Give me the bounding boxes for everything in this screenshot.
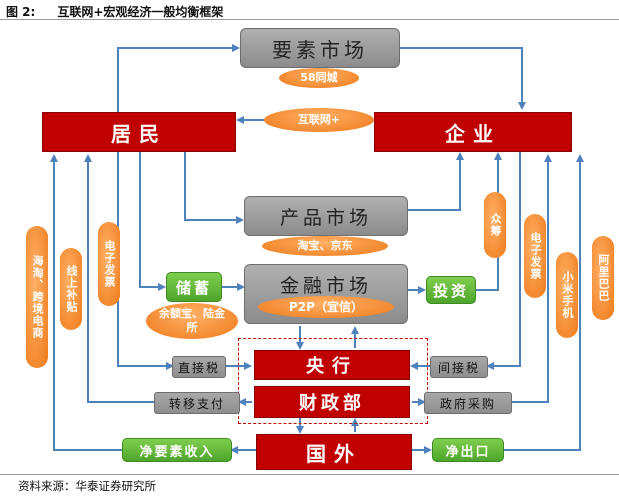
node-direct-tax: 直接税 — [172, 356, 226, 378]
node-ministry-finance: 财政部 — [254, 386, 410, 418]
tag-xiaomi-phone: 小米手机 — [556, 252, 578, 338]
node-net-export: 净出口 — [432, 438, 504, 462]
arrow-product-enterprise — [408, 152, 464, 211]
node-product-market: 产品市场 — [244, 196, 408, 236]
node-residents: 居民 — [42, 112, 236, 152]
node-enterprise: 企业 — [374, 112, 572, 152]
government-group — [238, 338, 428, 424]
tag-alibaba: 阿里巴巴 — [592, 236, 614, 320]
node-net-factor-income: 净要素收入 — [122, 438, 232, 462]
arrow-transfer-residents — [84, 154, 154, 403]
title-divider — [0, 19, 619, 20]
tag-e-invoice-left: 电子发票 — [98, 222, 120, 306]
node-investment: 投资 — [426, 276, 476, 304]
tag-online-subsidy: 线上补贴 — [60, 248, 82, 330]
arrow-enterprise-indirecttax — [486, 152, 521, 370]
node-foreign: 国外 — [256, 434, 412, 470]
arrow-procurement-enterprise — [512, 154, 552, 403]
arrow-residents-directtax — [117, 152, 174, 370]
arrow-factor-enterprise — [400, 47, 526, 110]
tag-haitao-crossborder: 海淘、跨境电商 — [26, 226, 48, 368]
arrow-residents-product — [184, 152, 244, 224]
node-gov-procurement: 政府采购 — [424, 392, 512, 414]
tag-crowdfunding: 众筹 — [484, 192, 506, 258]
source-note: 资料来源：华泰证券研究所 — [18, 479, 156, 493]
footer-divider — [0, 474, 619, 475]
arrow-residents-factor — [117, 44, 240, 112]
node-central-bank: 央行 — [254, 350, 410, 380]
node-savings: 储蓄 — [166, 272, 222, 302]
tag-e-invoice-right: 电子发票 — [524, 214, 546, 298]
node-indirect-tax: 间接税 — [430, 356, 488, 378]
tag-taobao-jd: 淘宝、京东 — [262, 236, 388, 256]
tag-internet-plus: 互联网+ — [264, 108, 374, 132]
arrow-netexport-enterprise — [504, 154, 584, 451]
arrow-netfactor-residents — [50, 154, 122, 451]
arrow-residents-savings — [139, 152, 166, 291]
node-factor-market: 要素市场 — [240, 28, 400, 68]
node-transfer-payment: 转移支付 — [154, 392, 240, 414]
tag-58tongcheng: 58同城 — [279, 68, 359, 88]
tag-p2p: P2P（宜信） — [258, 296, 394, 318]
figure-title-text: 互联网+宏观经济一般均衡框架 — [57, 5, 224, 19]
tag-yuebao-lufax: 余额宝、陆金所 — [146, 303, 238, 339]
figure-title: 图 2: 互联网+宏观经济一般均衡框架 — [6, 3, 223, 20]
figure-number: 图 2: — [6, 5, 36, 19]
